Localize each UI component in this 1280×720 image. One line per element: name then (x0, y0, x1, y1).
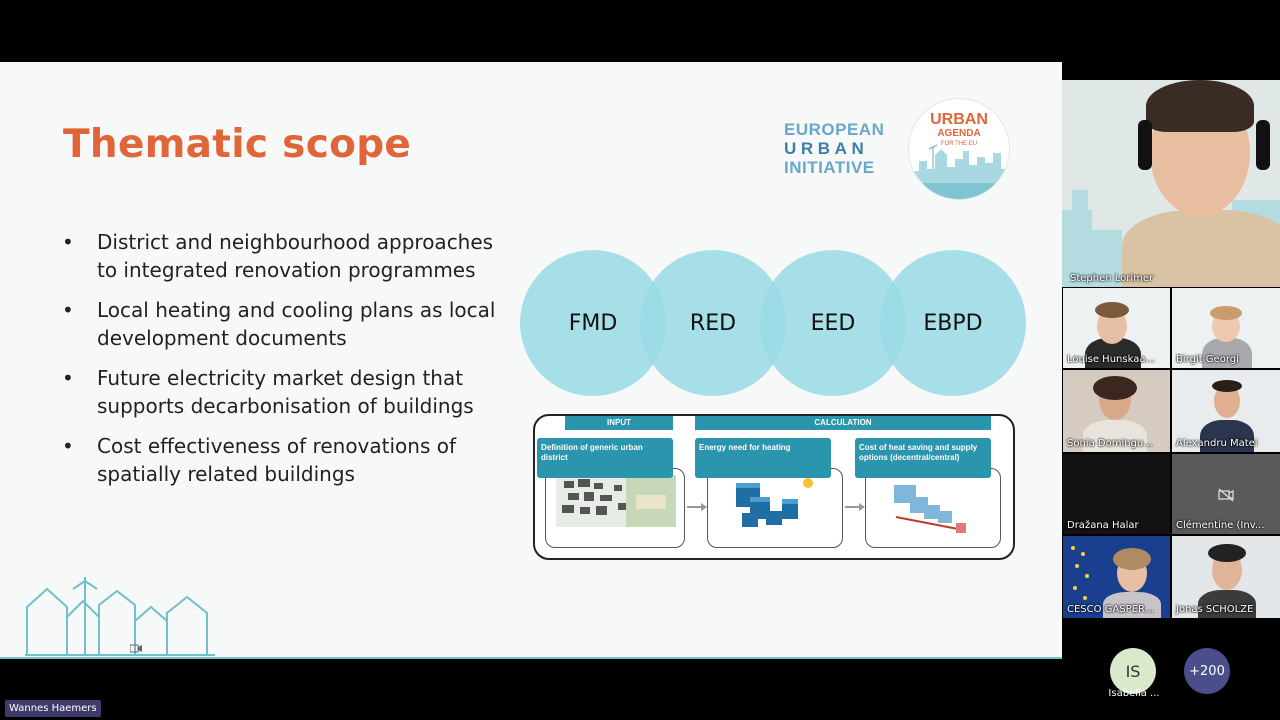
participant-tile[interactable]: Louise Hunskaa... (1063, 288, 1170, 368)
european-urban-initiative-logo: EUROPEAN URBAN INITIATIVE (784, 120, 884, 177)
buildings-3d-icon (736, 478, 813, 527)
bullet-item: Local heating and cooling plans as local… (62, 296, 502, 352)
participant-tile[interactable]: CESCO GASPER... (1063, 536, 1170, 618)
camera-icon (130, 644, 142, 653)
participant-name: Sonia Domingu... (1067, 438, 1153, 449)
participant-tile[interactable]: Alexandru Matei (1172, 370, 1280, 452)
town-skyline-icon (25, 577, 215, 656)
participant-name: CESCO GASPER... (1067, 604, 1155, 615)
logo-line: INITIATIVE (784, 158, 875, 177)
flow-arrow (687, 503, 707, 511)
participant-tile[interactable]: Birgit Georgi (1172, 288, 1280, 368)
flow-arrow (845, 503, 865, 511)
diagram-frame (545, 468, 685, 548)
participant-name: Alexandru Matei (1176, 438, 1258, 449)
logo-line: FOR THE EU (940, 141, 978, 147)
urban-district-map-icon (556, 475, 676, 527)
participant-name: Louise Hunskaa... (1067, 354, 1155, 365)
camera-off-icon (1218, 488, 1234, 502)
slide-title: Thematic scope (63, 122, 412, 167)
participant-name: Jonas SCHOLZE (1176, 604, 1254, 615)
participant-tile-main[interactable]: Stephen Lorimer (1062, 80, 1280, 287)
eu-flag-icon (1071, 546, 1089, 600)
participant-name: Stephen Lorimer (1070, 273, 1154, 284)
calculation-diagram: INPUT CALCULATION (533, 414, 1015, 560)
slide-bottom-rule (0, 657, 1062, 659)
diagram-frame (865, 468, 1001, 548)
participant-tile[interactable]: Sonia Domingu... (1063, 370, 1170, 452)
bullet-item: Cost effectiveness of renovations of spa… (62, 432, 502, 488)
diagram-box-energy: Energy need for heating (695, 438, 831, 478)
avatar-name: Isabella ... (1108, 688, 1160, 699)
bullet-item: District and neighbourhood approaches to… (62, 228, 502, 284)
logo-line: URBAN (784, 139, 869, 158)
circle-ebpd: EBPD (880, 250, 1026, 396)
participant-name: Clémentine (Inv... (1176, 520, 1265, 531)
city-skyline-icon (909, 144, 1009, 199)
logo-line: URBAN (930, 111, 988, 128)
bullet-item: Future electricity market design that su… (62, 364, 502, 420)
directive-circles: FMD RED EED EBPD (520, 250, 1030, 400)
more-participants-button[interactable]: +200 (1184, 648, 1230, 694)
participant-name: Birgit Georgi (1176, 354, 1239, 365)
logo-line: AGENDA (937, 128, 981, 139)
participant-avatar[interactable]: IS (1110, 648, 1156, 694)
participant-name: Dražana Halar (1067, 520, 1139, 531)
diagram-box-cost: Cost of heat saving and supply options (… (855, 438, 991, 478)
urban-agenda-logo: URBAN AGENDA FOR THE EU (908, 98, 1010, 200)
diagram-frame (707, 468, 843, 548)
participant-panel: Stephen Lorimer Louise Hunskaa... Birgit… (1062, 0, 1280, 720)
diagram-header-input: INPUT (565, 416, 673, 430)
logo-line: EUROPEAN (784, 120, 885, 139)
bullet-list: District and neighbourhood approaches to… (62, 228, 502, 500)
participant-tile[interactable]: Jonas SCHOLZE (1172, 536, 1280, 618)
shared-slide: Thematic scope EUROPEAN URBAN INITIATIVE… (0, 62, 1062, 659)
presenter-name-tag: Wannes Haemers (5, 700, 101, 717)
participant-tile[interactable]: Clémentine (Inv... (1172, 454, 1280, 534)
heat-supply-buildings-icon (894, 485, 966, 533)
diagram-box-input: Definition of generic urban district (537, 438, 673, 478)
diagram-header-calculation: CALCULATION (695, 416, 991, 430)
participant-tile[interactable]: Dražana Halar (1063, 454, 1170, 534)
